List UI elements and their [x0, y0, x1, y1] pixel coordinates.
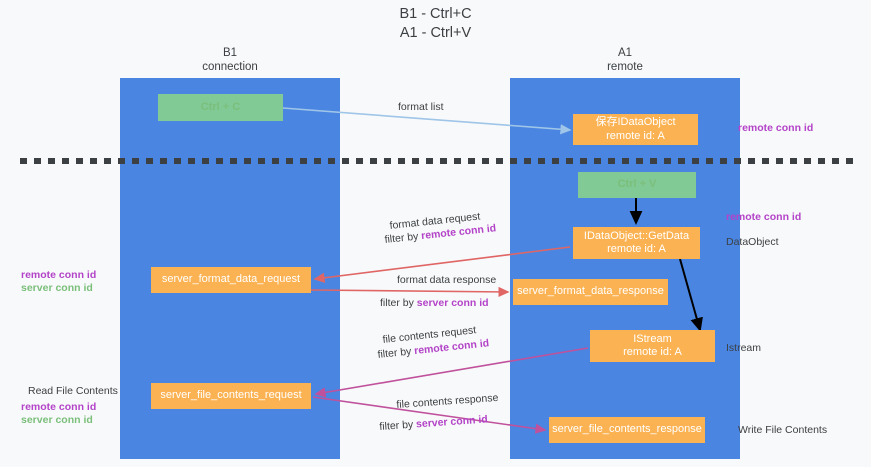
column-header-a1-role: remote	[607, 61, 643, 73]
annotation-dataobject: DataObject	[726, 236, 779, 248]
annotation-conn-ids-bottom: remote conn id server conn id	[21, 401, 96, 427]
node-ctrl-c-label: Ctrl + C	[200, 100, 241, 113]
node-istream-line1: IStream	[633, 332, 672, 345]
filter-by-text-4: filter by	[379, 418, 417, 433]
edge-label-format-data-response: format data response	[397, 274, 497, 286]
annotation-read-file-contents: Read File Contents	[28, 385, 118, 397]
server-conn-id-text-2: server conn id	[415, 413, 489, 431]
title-line-2: A1 - Ctrl+V	[399, 25, 472, 41]
column-header-a1: A1 remote	[510, 46, 740, 74]
node-istream[interactable]: IStream remote id: A	[590, 330, 715, 362]
node-server-format-data-response[interactable]: server_format_data_response	[513, 279, 668, 305]
edge-format-data-response	[310, 286, 510, 298]
annotation-remote-conn-id-middle: remote conn id	[726, 211, 802, 223]
edge-label-format-list: format list	[398, 101, 444, 113]
edge-label-file-contents-response: file contents response	[396, 391, 499, 411]
title-line-1: B1 - Ctrl+C	[399, 6, 472, 22]
node-save-idataobject[interactable]: 保存IDataObject remote id: A	[573, 114, 698, 145]
node-istream-line2: remote id: A	[623, 346, 682, 358]
diagram-title: B1 - Ctrl+C A1 - Ctrl+V	[0, 5, 871, 43]
filter-by-text-1: filter by	[384, 230, 422, 246]
node-server-file-contents-response-label: server_file_contents_response	[552, 423, 702, 436]
node-server-format-data-request[interactable]: server_format_data_request	[151, 267, 311, 293]
node-server-file-contents-response[interactable]: server_file_contents_response	[549, 417, 705, 443]
node-ctrl-v[interactable]: Ctrl + V	[578, 172, 696, 198]
annotation-remote-conn-id-left-2: remote conn id	[21, 401, 97, 413]
node-server-format-data-response-label: server_format_data_response	[517, 285, 664, 298]
column-header-a1-name: A1	[617, 47, 633, 59]
server-conn-id-text-1: server conn id	[416, 297, 489, 309]
filter-by-text-3: filter by	[377, 345, 415, 361]
column-header-b1-name: B1	[222, 47, 238, 59]
annotation-conn-ids-middle: remote conn id server conn id	[21, 269, 96, 295]
annotation-remote-conn-id-top: remote conn id	[738, 122, 814, 134]
node-ctrl-v-label: Ctrl + V	[617, 178, 657, 191]
node-ctrl-c[interactable]: Ctrl + C	[158, 94, 283, 121]
filter-by-text-2: filter by	[380, 297, 417, 309]
annotation-istream: Istream	[726, 342, 762, 354]
node-save-idataobject-line1: 保存IDataObject	[595, 116, 676, 128]
node-idataobject-getdata[interactable]: IDataObject::GetData remote id: A	[573, 227, 700, 259]
node-server-file-contents-request-label: server_file_contents_request	[160, 389, 302, 402]
section-divider	[20, 158, 854, 164]
edge-label-format-data-response-filter: filter by server conn id	[380, 297, 489, 310]
annotation-write-file-contents: Write File Contents	[738, 424, 828, 436]
column-header-b1-role: connection	[202, 61, 258, 73]
node-server-format-data-request-label: server_format_data_request	[161, 273, 301, 286]
column-header-b1: B1 connection	[120, 46, 340, 74]
node-server-file-contents-request[interactable]: server_file_contents_request	[151, 383, 311, 409]
annotation-remote-conn-id-left-1: remote conn id	[21, 269, 97, 281]
node-idataobject-getdata-line2: remote id: A	[607, 243, 666, 255]
annotation-server-conn-id-left-2: server conn id	[21, 414, 93, 426]
node-save-idataobject-line2: remote id: A	[606, 129, 665, 142]
node-idataobject-getdata-line1: IDataObject::GetData	[583, 229, 690, 242]
annotation-server-conn-id-left-1: server conn id	[21, 282, 93, 294]
edge-label-file-contents-response-filter: filter by server conn id	[379, 413, 488, 434]
